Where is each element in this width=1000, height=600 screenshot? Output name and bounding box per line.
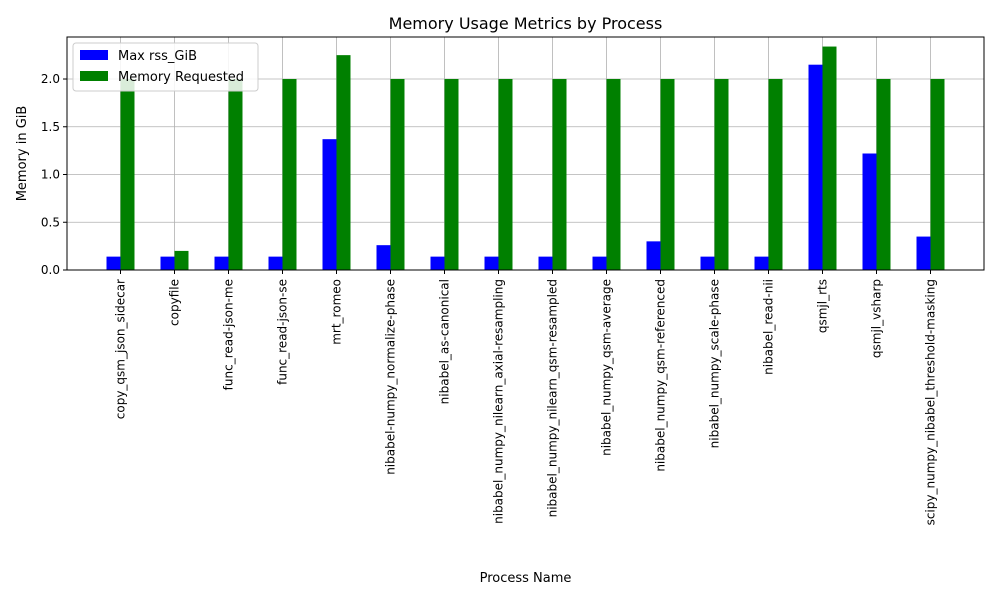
x-axis-label: Process Name: [480, 571, 572, 586]
y-tick-label: 2.0: [41, 72, 60, 86]
y-tick-label: 1.0: [41, 168, 60, 182]
x-tick-label: mrt_romeo: [330, 279, 344, 345]
x-tick-label: qsmjl_rts: [816, 279, 830, 333]
bar-memory-requested: [714, 79, 729, 271]
bar-memory-requested: [120, 79, 135, 271]
bar-memory-requested: [336, 55, 351, 270]
bar-max-rss: [916, 236, 931, 270]
x-tick-label: qsmjl_vsharp: [870, 279, 884, 358]
bar-memory-requested: [282, 79, 297, 271]
bar-max-rss: [808, 64, 823, 270]
chart-title: Memory Usage Metrics by Process: [389, 14, 663, 33]
x-tick-label: nibabel_numpy_nilearn_axial-resampling: [492, 279, 506, 524]
bar-memory-requested: [174, 250, 189, 270]
bar-max-rss: [268, 256, 283, 270]
bar-max-rss: [538, 256, 553, 270]
y-tick-label: 0.5: [41, 215, 60, 229]
x-tick-label: copy_qsm_json_sidecar: [114, 279, 128, 419]
bar-max-rss: [754, 256, 769, 270]
y-tick-label: 1.5: [41, 120, 60, 134]
x-tick-label: nibabel_read-nii: [762, 279, 776, 375]
legend-box: [72, 42, 259, 92]
x-tick-label: nibabel-numpy_normalize-phase: [384, 279, 398, 475]
x-tick-label: func_read-json-se: [276, 279, 290, 385]
y-axis: 0.0 0.5 1.0 1.5 2.0: [41, 72, 67, 277]
bar-max-rss: [862, 153, 877, 270]
x-tick-label: nibabel_numpy_scale-phase: [708, 279, 722, 448]
bar-max-rss: [484, 256, 499, 270]
bar-memory-requested: [444, 79, 459, 271]
legend-label: Max rss_GiB: [118, 49, 197, 64]
bars-layer: [106, 46, 945, 271]
bar-memory-requested: [876, 79, 891, 271]
plot-frame: [66, 36, 985, 271]
legend-swatch: [80, 50, 108, 60]
bar-max-rss: [106, 256, 121, 270]
legend: Max rss_GiB Memory Requested: [72, 42, 259, 92]
bar-memory-requested: [768, 79, 783, 271]
legend-swatch: [80, 71, 108, 81]
x-tick-label: func_read-json-me: [222, 279, 236, 390]
x-tick-label: copyfile: [168, 279, 182, 326]
y-axis-label: Memory in GiB: [15, 106, 30, 202]
bar-max-rss: [322, 139, 337, 270]
bar-memory-requested: [498, 79, 513, 271]
bar-max-rss: [646, 241, 661, 270]
bar-memory-requested: [660, 79, 675, 271]
bar-max-rss: [160, 256, 175, 270]
bar-max-rss: [592, 256, 607, 270]
bar-max-rss: [214, 256, 229, 270]
legend-label: Memory Requested: [118, 70, 244, 85]
bar-memory-requested: [930, 79, 945, 271]
x-tick-label: scipy_numpy_nibabel_threshold-masking: [924, 279, 938, 525]
bar-max-rss: [376, 245, 391, 270]
x-tick-label: nibabel_as-canonical: [438, 279, 452, 404]
bar-max-rss: [700, 256, 715, 270]
x-axis: copy_qsm_json_sidecar copyfile func_read-j…: [114, 270, 938, 525]
bar-memory-requested: [822, 46, 837, 270]
y-tick-label: 0.0: [41, 263, 60, 277]
x-tick-label: nibabel_numpy_qsm-average: [600, 279, 614, 456]
x-tick-label: nibabel_numpy_qsm-referenced: [654, 279, 668, 472]
bar-memory-requested: [228, 79, 243, 271]
bar-memory-requested: [552, 79, 567, 271]
bar-memory-requested: [606, 79, 621, 271]
bar-max-rss: [430, 256, 445, 270]
bar-memory-requested: [390, 79, 405, 271]
x-tick-label: nibabel_numpy_nilearn_qsm-resampled: [546, 279, 560, 517]
